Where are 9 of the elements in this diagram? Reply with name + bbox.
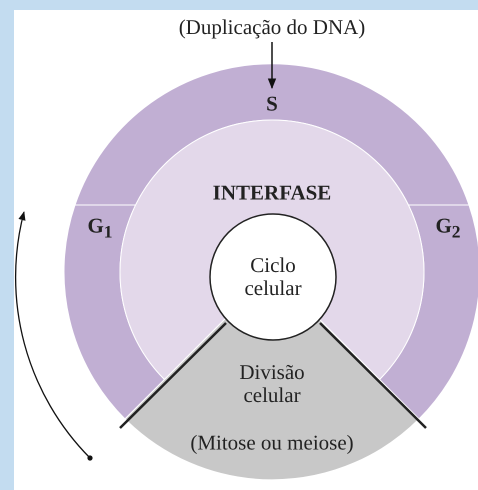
arrow [268,42,276,90]
phase-label: G$_{1}$ [87,214,113,242]
stage-label: (Mitose ou meiose) [190,431,354,455]
phase-label: S [266,92,278,116]
phase-label: INTERFASE [212,181,332,205]
annotation-text: (Duplicação do DNA) [160,12,384,42]
stage-label: Ciclo celular [243,254,303,300]
phase-label: G$_{2}$ [435,214,461,242]
stage-label: Divisão celular [238,360,306,408]
